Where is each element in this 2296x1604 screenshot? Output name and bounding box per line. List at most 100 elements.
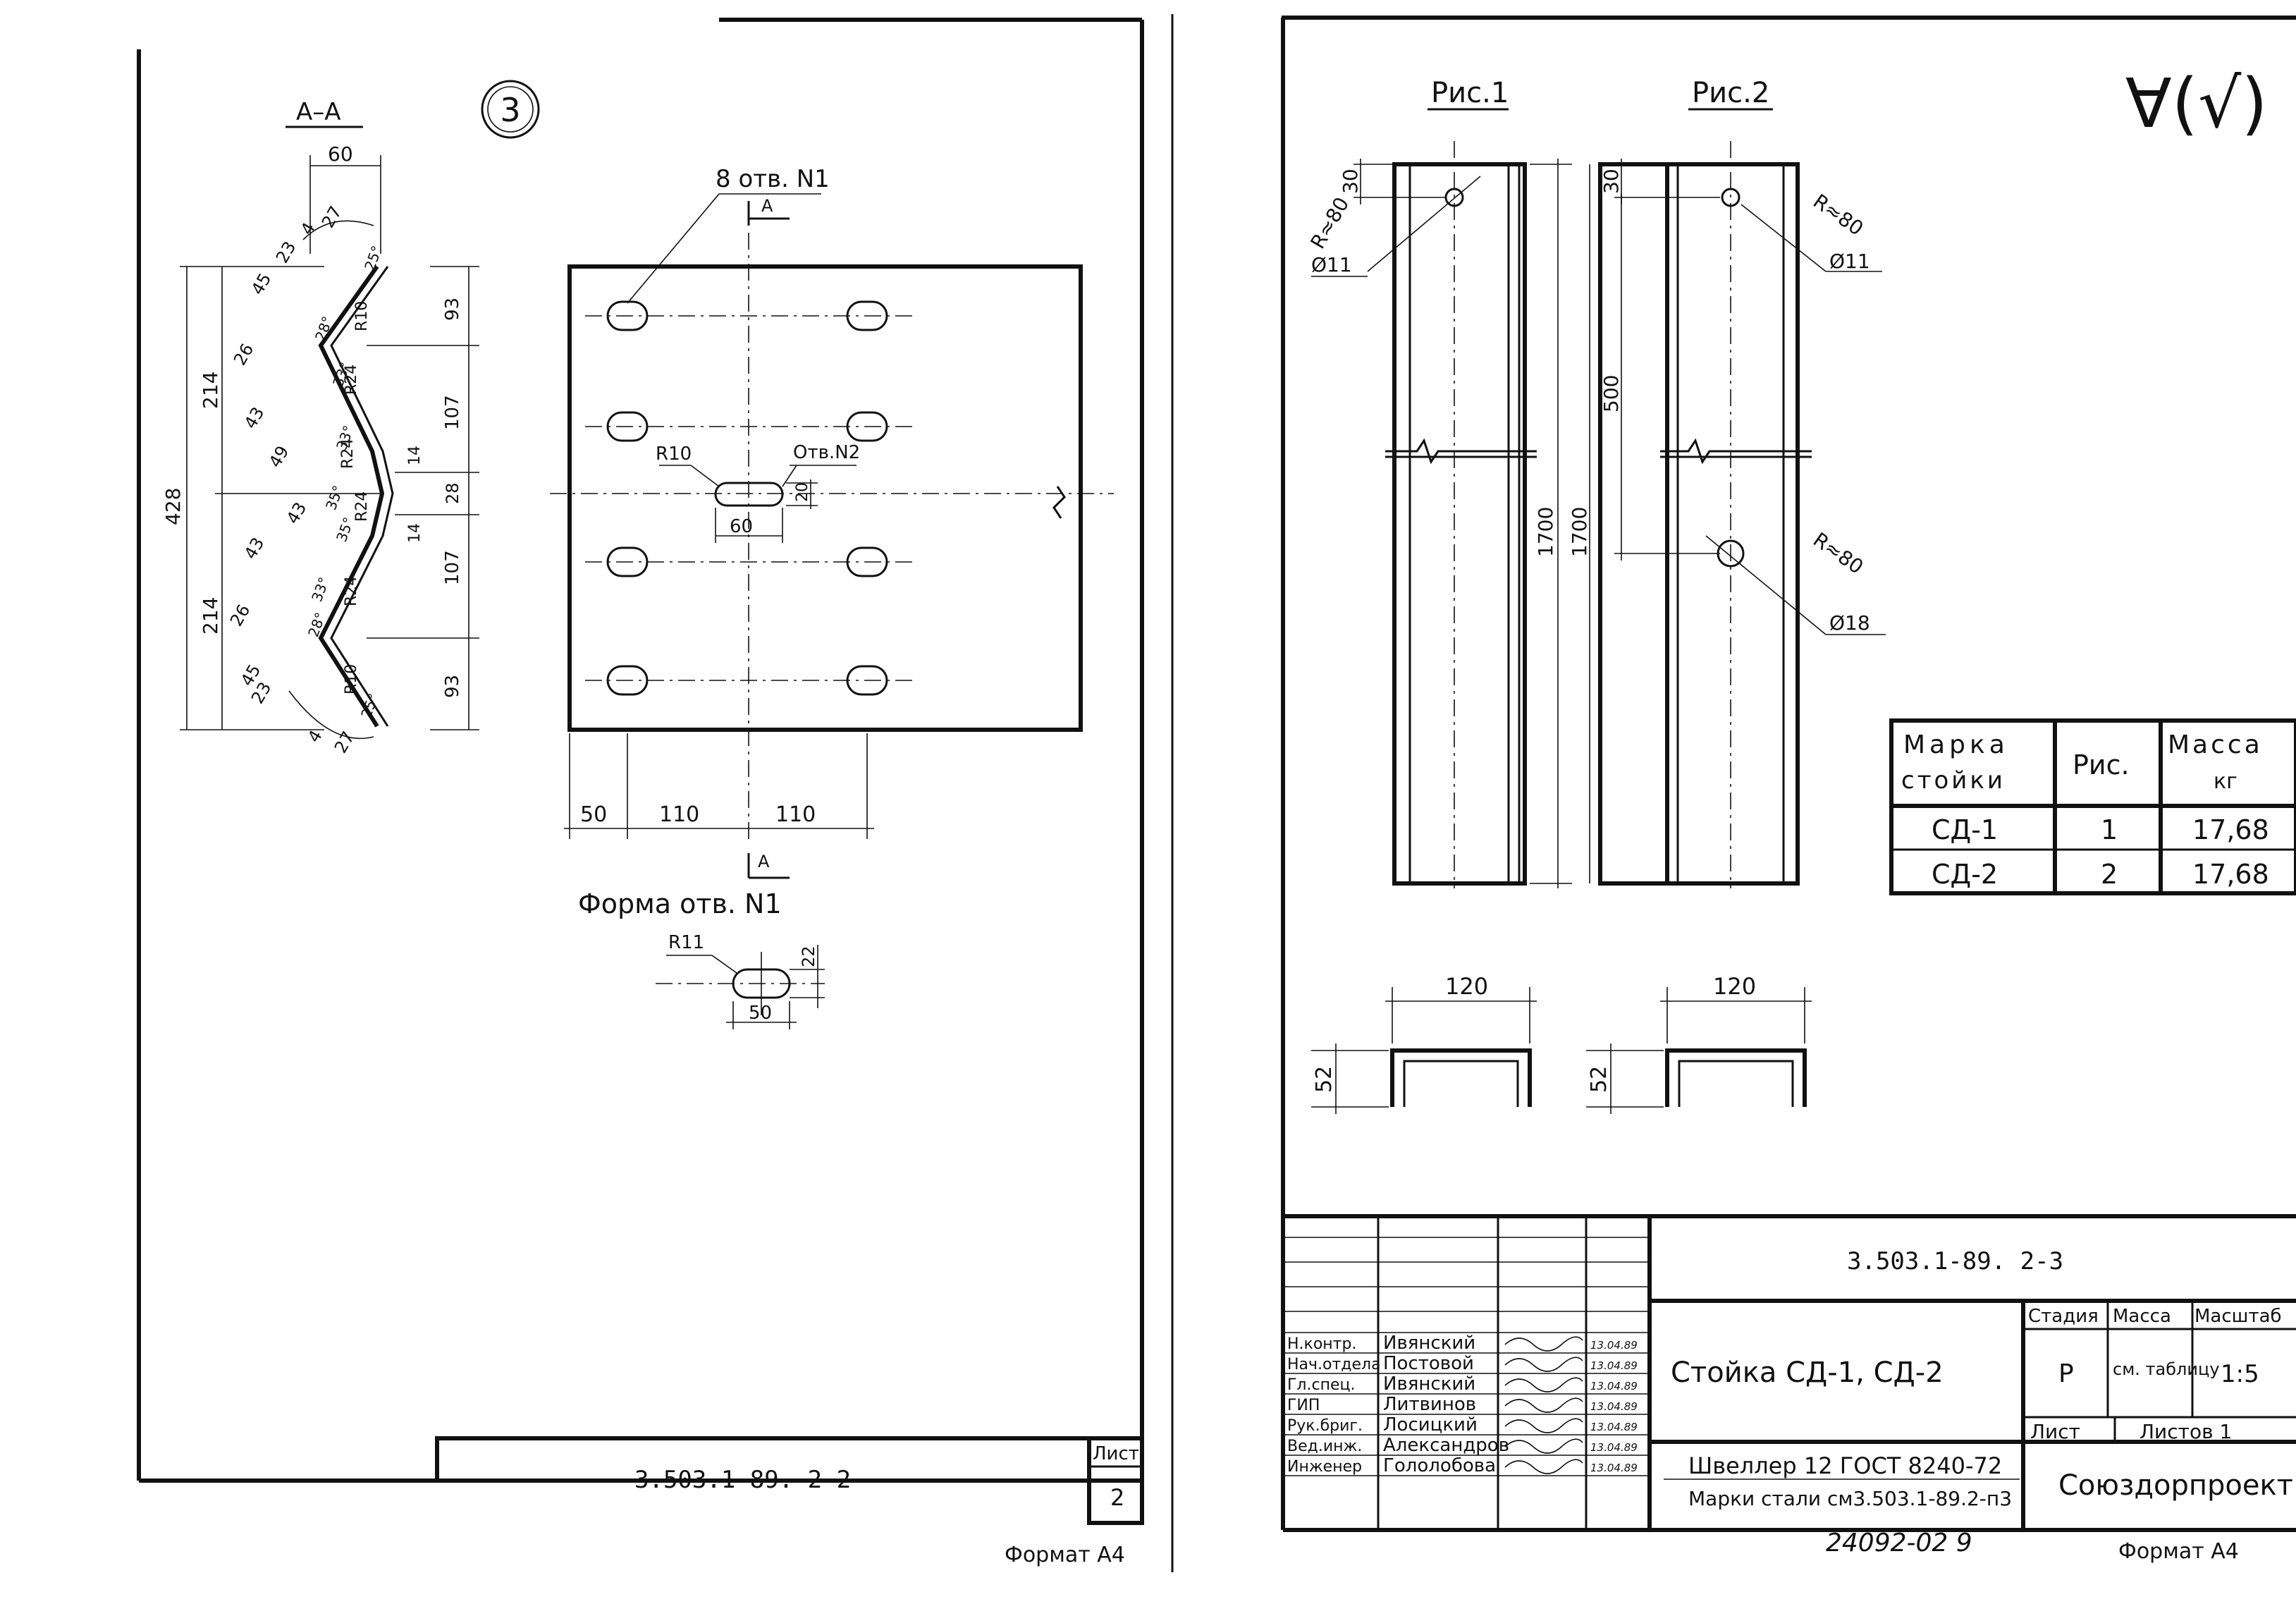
stamp-signature bbox=[1504, 1418, 1583, 1433]
profile-radius: R24 bbox=[339, 439, 357, 469]
profile-angle: 28° bbox=[312, 314, 336, 343]
fig1-length: 1700 bbox=[1534, 507, 1557, 557]
right-sheet: Рис.1 Рис.2 ∀(√) 30 R≈80 Ø11 1700 bbox=[1281, 16, 2296, 1564]
profile-section: 60 428 214 214 93 107 28 107 93 14 14 bbox=[161, 142, 479, 757]
stamp-scale-header: Масштаб bbox=[2194, 1306, 2282, 1327]
stamp-role: Вед.инж. bbox=[1287, 1438, 1362, 1455]
stamp-date: 13.04.89 bbox=[1590, 1462, 1638, 1474]
fig1-outline bbox=[1392, 162, 1527, 886]
profile-diag-dim: 45 bbox=[247, 270, 276, 298]
profile-diag-dim: 26 bbox=[230, 341, 258, 369]
profile-radius: R24 bbox=[343, 576, 360, 606]
dim-right-1: 107 bbox=[442, 395, 463, 430]
stamp-material-1: Швеллер 12 ГОСТ 8240-72 bbox=[1688, 1452, 2002, 1479]
stamp-organization: Союздорпроект bbox=[2058, 1469, 2293, 1502]
slot-n2-label: Отв.N2 bbox=[793, 442, 860, 463]
slot-n2-length: 60 bbox=[730, 516, 753, 537]
slot-hole-n2 bbox=[714, 482, 784, 507]
dim-right-2: 28 bbox=[443, 482, 462, 504]
fig1-title: Рис.1 bbox=[1431, 77, 1509, 109]
stamp-person: Гололобова bbox=[1383, 1455, 1496, 1476]
fig2-dim-mid: 500 bbox=[1600, 375, 1623, 412]
hole-n1 bbox=[846, 411, 888, 442]
stamp-role: Рук.бриг. bbox=[1287, 1417, 1363, 1435]
view-number-circle bbox=[481, 80, 540, 139]
dim-half-bottom: 214 bbox=[199, 597, 222, 635]
profile-angle: 33° bbox=[308, 575, 333, 604]
plan-plate bbox=[567, 264, 1083, 732]
stamp-title: Стойка СД-1, СД-2 bbox=[1671, 1357, 1944, 1389]
hole-grid bbox=[585, 300, 916, 696]
fig1-diameter: Ø11 bbox=[1311, 253, 1352, 276]
hole-n1 bbox=[846, 665, 888, 696]
profile-diag-dim: 43 bbox=[240, 534, 269, 563]
stamp-person: Ивянский bbox=[1383, 1373, 1475, 1395]
hole-n1 bbox=[606, 411, 649, 442]
profile-diag-dim: 27 bbox=[318, 203, 346, 231]
channel-section-2: 120 52 bbox=[1586, 973, 1812, 1114]
profile-diag-dim: 49 bbox=[265, 443, 293, 471]
slot-n2-radius: R10 bbox=[656, 443, 692, 465]
hole-n1-length: 50 bbox=[749, 1003, 772, 1024]
fig2-length: 1700 bbox=[1568, 507, 1591, 557]
stamp-stage: Р bbox=[2058, 1359, 2074, 1388]
table-header-fig: Рис. bbox=[2073, 749, 2130, 780]
stamp-material-2: Марки стали см3.503.1-89.2-п3 bbox=[1688, 1487, 2012, 1510]
stamp-mass: см. таблицу bbox=[2113, 1359, 2220, 1379]
fig2-radius-top: R≈80 bbox=[1809, 190, 1867, 240]
hole-n1 bbox=[606, 546, 649, 577]
fig1-dim-top: 30 bbox=[1339, 169, 1362, 194]
table-cell: 1 bbox=[2101, 814, 2118, 845]
left-sheet: А–А 3 60 428 214 214 bbox=[137, 14, 1174, 1572]
stamp-sheet: Лист bbox=[2030, 1420, 2080, 1443]
stamp-person: Литвинов bbox=[1383, 1394, 1476, 1415]
profile-radius: R10 bbox=[343, 664, 360, 694]
section-label: А–А bbox=[296, 98, 341, 126]
fig2-post: 30 R≈80 Ø11 500 1700 R≈80 Ø18 bbox=[1568, 141, 1886, 888]
profile-diag-dim: 26 bbox=[226, 601, 254, 630]
stamp-date: 13.04.89 bbox=[1590, 1400, 1638, 1413]
stamp-date: 13.04.89 bbox=[1590, 1380, 1638, 1392]
profile-outline-inner bbox=[330, 266, 394, 727]
left-sheet-label: Лист bbox=[1093, 1443, 1139, 1464]
dim-right-0: 93 bbox=[442, 298, 463, 321]
section-mark-bottom: А bbox=[758, 852, 770, 871]
channel2-height: 52 bbox=[1587, 1066, 1612, 1093]
stamp-scale: 1:5 bbox=[2221, 1360, 2259, 1388]
table-cell: СД-2 bbox=[1932, 859, 1998, 890]
table-cell: 17,68 bbox=[2192, 859, 2269, 890]
dim-right-small-0: 14 bbox=[406, 446, 424, 465]
fig1-radius: R≈80 bbox=[1306, 193, 1353, 253]
left-stamp-code: 3.503.1-89. 2-2 bbox=[634, 1466, 851, 1494]
inventory-number: 24092-02 9 bbox=[1826, 1529, 1972, 1557]
stamp-signature bbox=[1504, 1377, 1583, 1392]
channel-section-1: 120 52 bbox=[1311, 973, 1537, 1114]
right-format: Формат А4 bbox=[2118, 1539, 2239, 1564]
fig2-outline bbox=[1665, 162, 1800, 886]
stamp-date: 13.04.89 bbox=[1590, 1421, 1638, 1433]
stamp-role: Гл.спец. bbox=[1287, 1376, 1355, 1394]
roughness-symbol: ∀(√) bbox=[2125, 64, 2268, 143]
dim-right-3: 107 bbox=[442, 550, 463, 585]
table-header-brand: Марка bbox=[1903, 730, 2009, 759]
dim-right-small-1: 14 bbox=[406, 523, 424, 543]
dim-bottom-2: 110 bbox=[775, 802, 816, 827]
stamp-date: 13.04.89 bbox=[1590, 1441, 1638, 1454]
fig2-dim-top: 30 bbox=[1600, 169, 1623, 194]
table-cell: 17,68 bbox=[2192, 814, 2269, 845]
stamp-role: Н.контр. bbox=[1287, 1335, 1356, 1353]
stamp-code: 3.503.1-89. 2-3 bbox=[1847, 1247, 2063, 1275]
dim-bottom-1: 110 bbox=[659, 802, 699, 827]
stamp-mass-header: Масса bbox=[2113, 1306, 2171, 1327]
stamp-role: Нач.отдела bbox=[1287, 1356, 1381, 1373]
stamp-signature bbox=[1504, 1459, 1583, 1474]
dim-top-width: 60 bbox=[328, 142, 353, 166]
stamp-signature bbox=[1504, 1397, 1583, 1413]
dim-total-height: 428 bbox=[161, 488, 185, 525]
table-cell: СД-1 bbox=[1932, 814, 1998, 845]
left-stamp: Лист 2 3.503.1-89. 2-2 Формат А4 bbox=[435, 1436, 1144, 1567]
dim-half-top: 214 bbox=[199, 372, 222, 409]
